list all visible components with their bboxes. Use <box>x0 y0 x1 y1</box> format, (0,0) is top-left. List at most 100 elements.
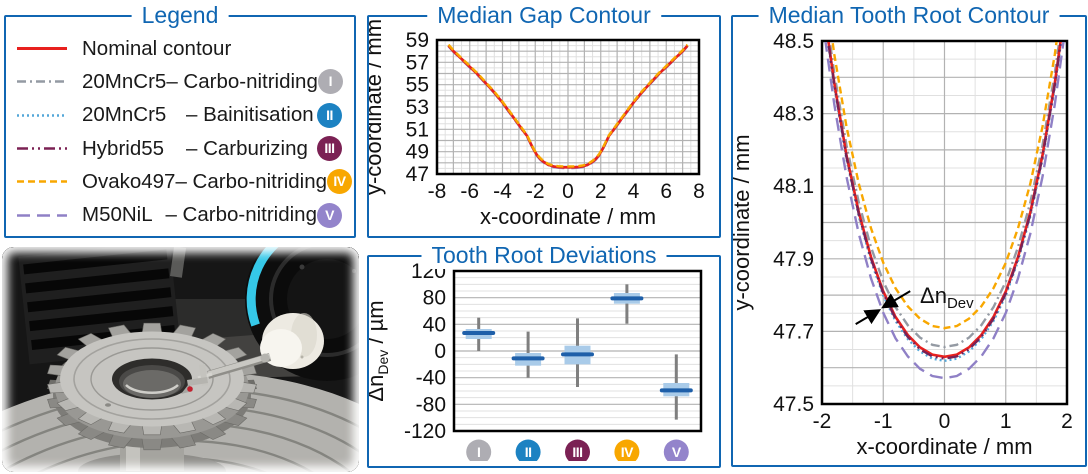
y-tick-label: 53 <box>406 96 429 119</box>
x-tick-label: -2 <box>526 180 545 203</box>
box-group-II <box>511 331 545 378</box>
x-tick-label: 4 <box>628 180 640 203</box>
y-tick-label: 47.5 <box>773 393 814 416</box>
x-tick-label: -4 <box>493 180 512 203</box>
legend-process-label: – Carbo-nitriding <box>175 169 328 193</box>
svg-text:I: I <box>477 444 480 460</box>
x-tick-label: -8 <box>428 180 447 203</box>
category-badge-I: I <box>466 439 492 461</box>
legend-line-sample <box>16 44 68 53</box>
y-tick-label: 48.5 <box>773 30 814 53</box>
tooth-root-deviations-title: Tooth Root Deviations <box>421 242 667 269</box>
y-tick-label: 40 <box>423 313 446 336</box>
legend-line-sample <box>16 211 68 220</box>
series-ovako497-carbo-nitriding <box>831 42 1058 330</box>
legend-badge-V: V <box>317 202 342 228</box>
gear-bore <box>112 358 192 400</box>
category-badge-V: V <box>663 439 689 461</box>
plot-frame <box>435 38 701 176</box>
legend-material-label: 20MnCr5 <box>82 103 167 127</box>
median-line <box>511 356 545 361</box>
category-badge-IV: IV <box>614 439 640 461</box>
svg-text:IV: IV <box>621 444 634 460</box>
x-tick-label: 8 <box>693 180 705 203</box>
y-tick-label: -120 <box>404 420 446 443</box>
tooth-root-contour-title: Median Tooth Root Contour <box>758 2 1060 29</box>
series-group <box>824 42 1065 380</box>
legend-material-label: Hybrid55 <box>82 136 165 160</box>
legend-title: Legend <box>131 2 229 29</box>
legend-process-label: – Bainitisation <box>186 103 314 127</box>
legend-badge-I: I <box>317 69 343 95</box>
x-tick-label: 0 <box>562 180 574 203</box>
stylus-bracket <box>181 364 208 394</box>
plot-frame <box>820 39 1069 406</box>
y-tick-label: 80 <box>423 287 446 310</box>
y-axis-label: ΔnDev / µm <box>369 300 391 401</box>
series-group <box>447 43 689 170</box>
y-tick-label: -40 <box>416 367 446 390</box>
box-group-I <box>462 317 496 351</box>
legend-line-sample <box>16 144 68 153</box>
median-line <box>462 331 496 335</box>
series-ovako497-carbo-nitriding <box>447 43 689 168</box>
x-tick-label: -1 <box>874 410 893 433</box>
box-group-III <box>561 318 594 387</box>
legend-material-label: Ovako497 <box>82 169 176 193</box>
grid <box>822 41 1067 404</box>
legend-material-label: M50NiL <box>82 203 153 227</box>
stylus <box>197 353 272 380</box>
y-tick-label: 59 <box>406 29 429 52</box>
legend-line-sample <box>16 77 68 86</box>
probe-adapter <box>260 313 324 369</box>
y-tick-label: 49 <box>406 141 429 164</box>
svg-text:V: V <box>672 444 682 460</box>
legend-line-sample <box>16 111 68 120</box>
box-group-V <box>659 354 693 420</box>
legend-badge-III: III <box>317 136 342 162</box>
x-tick-label: -2 <box>813 410 832 433</box>
y-axis-label: y-coordinate / mm <box>369 19 386 195</box>
legend-material-label: 20MnCr5 <box>82 69 167 93</box>
svg-text:III: III <box>572 444 582 460</box>
x-tick-label: 0 <box>939 410 951 433</box>
y-tick-label: 48.3 <box>773 103 814 126</box>
y-tick-label: 47.9 <box>773 248 814 271</box>
gap-contour-title: Median Gap Contour <box>427 2 661 29</box>
measurement-photo-image <box>2 247 359 472</box>
median-line <box>659 388 693 393</box>
y-tick-label: 0 <box>434 340 446 363</box>
box-group-IV <box>610 284 644 324</box>
category-badge-III: III <box>565 439 590 461</box>
deviation-arrow <box>855 309 882 326</box>
category-badge-II: II <box>515 439 541 461</box>
probe-head <box>181 247 359 394</box>
median-line <box>561 352 594 357</box>
measurement-photo <box>2 247 359 472</box>
series-20mncr5-carbo-nitriding <box>828 42 1061 349</box>
y-tick-label: -80 <box>416 393 446 416</box>
ruby-tip <box>187 386 193 392</box>
x-tick-label: 2 <box>595 180 607 203</box>
y-tick-label: 51 <box>406 118 429 141</box>
legend-material-label: Nominal contour <box>82 36 232 60</box>
plot-frame <box>452 269 703 433</box>
svg-text:II: II <box>525 444 532 460</box>
x-tick-label: -6 <box>460 180 479 203</box>
y-tick-label: 55 <box>406 74 429 97</box>
deviation-arrow <box>881 290 911 309</box>
